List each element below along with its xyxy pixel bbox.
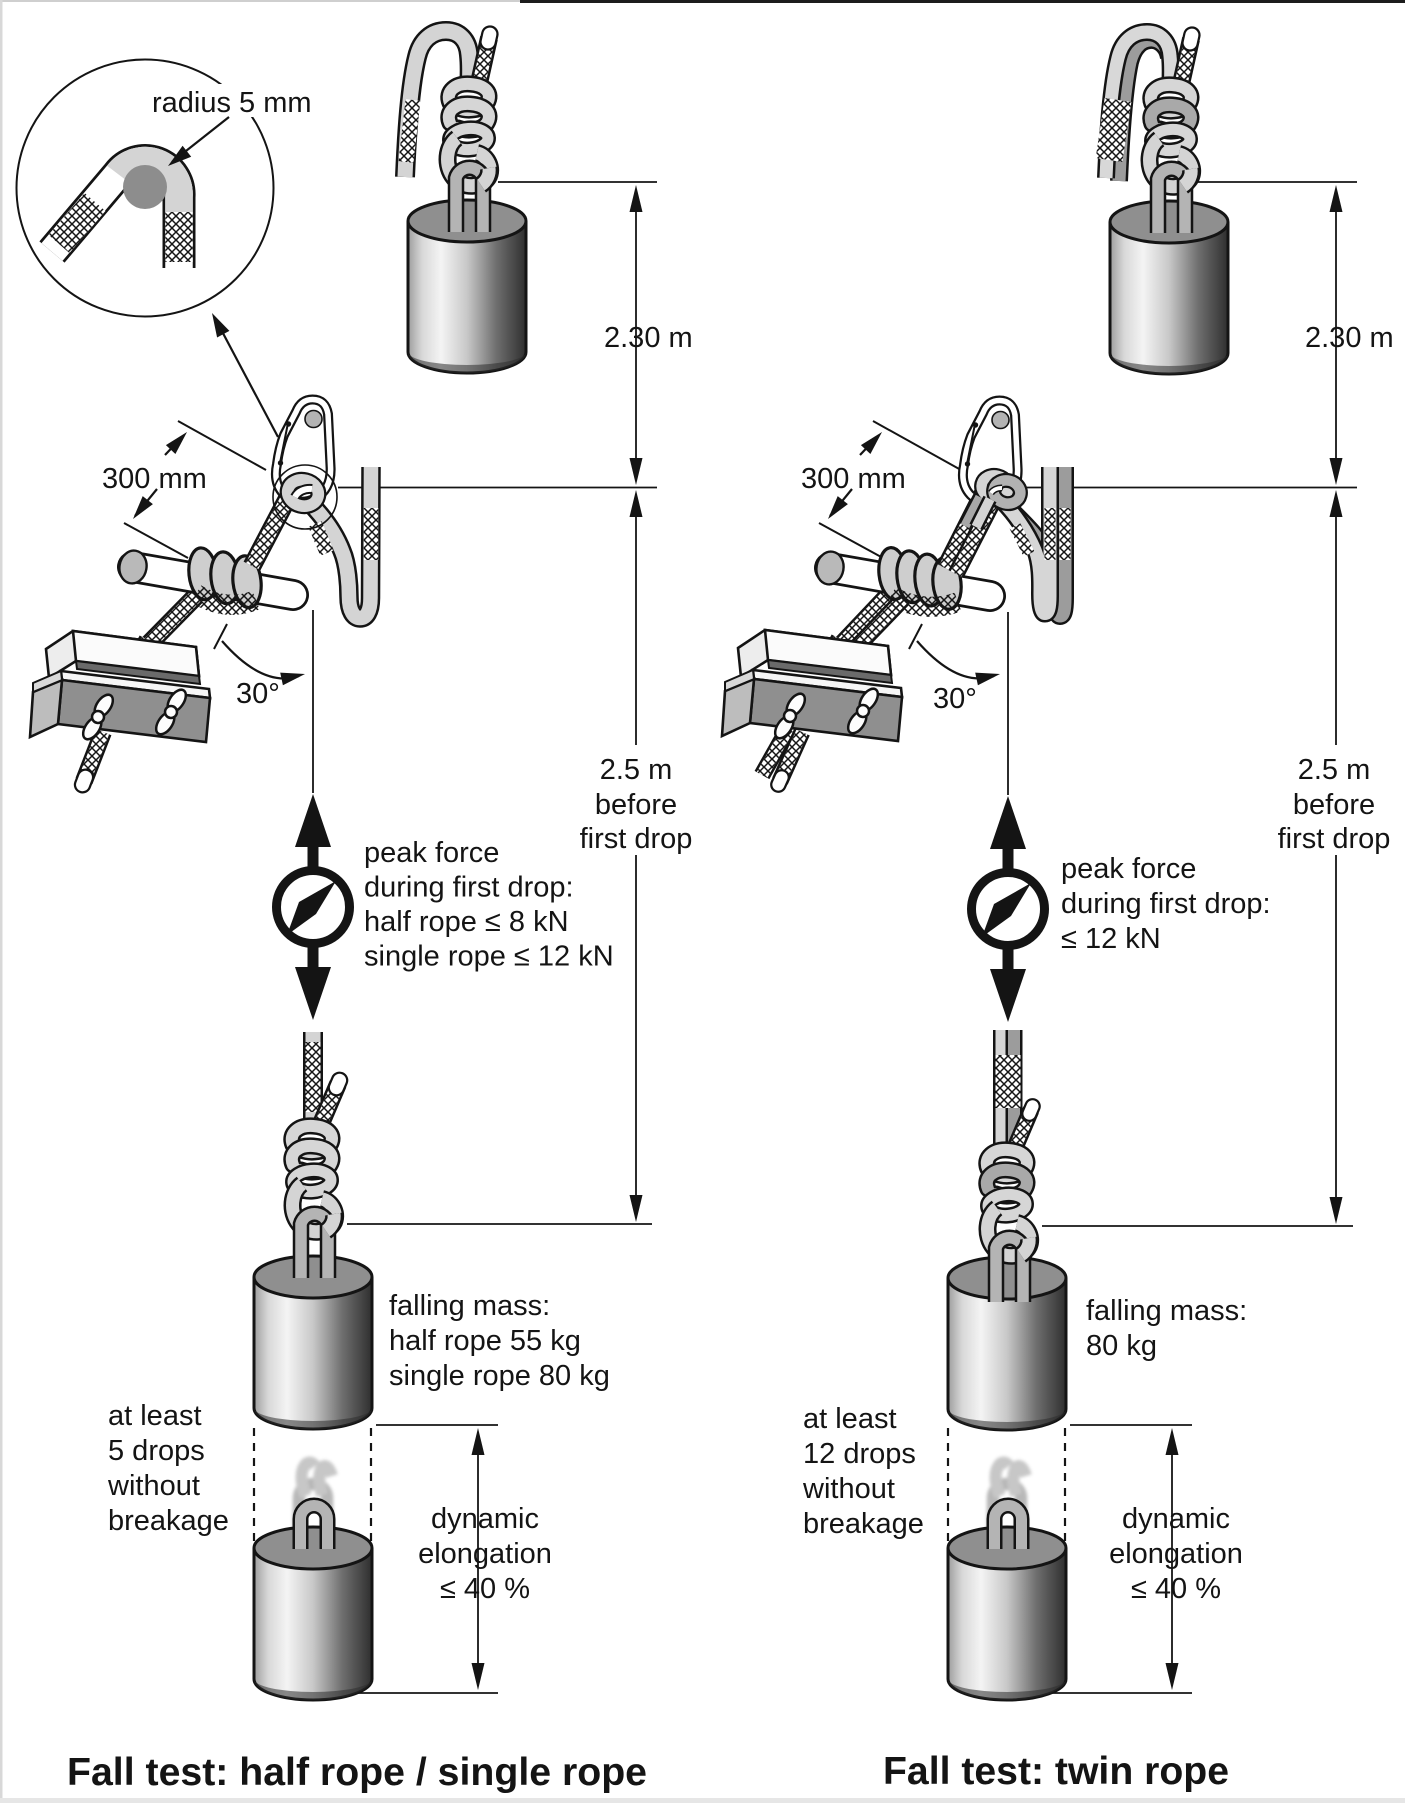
svg-text:at least: at least (108, 1400, 202, 1432)
svg-text:at least: at least (803, 1403, 897, 1435)
svg-text:30°: 30° (236, 678, 280, 710)
svg-text:5 drops: 5 drops (108, 1435, 205, 1467)
svg-text:during first drop:: during first drop: (364, 872, 574, 904)
svg-text:300 mm: 300 mm (801, 463, 906, 495)
svg-text:breakage: breakage (108, 1505, 229, 1537)
svg-text:without: without (107, 1470, 200, 1502)
svg-text:80 kg: 80 kg (1086, 1330, 1157, 1362)
svg-text:Fall test: half rope / single: Fall test: half rope / single rope (67, 1751, 647, 1794)
svg-text:2.30 m: 2.30 m (1305, 322, 1394, 354)
svg-text:≤ 40 %: ≤ 40 % (440, 1573, 530, 1605)
svg-text:first drop: first drop (1278, 823, 1391, 855)
svg-text:2.30 m: 2.30 m (604, 322, 693, 354)
svg-text:dynamic: dynamic (1122, 1503, 1230, 1535)
svg-text:single rope 80 kg: single rope 80 kg (389, 1360, 610, 1392)
svg-text:half rope ≤ 8 kN: half rope ≤ 8 kN (364, 906, 569, 938)
svg-text:2.5 m: 2.5 m (1298, 754, 1371, 786)
svg-text:radius 5 mm: radius 5 mm (152, 87, 312, 119)
svg-text:before: before (1293, 789, 1375, 821)
svg-text:dynamic: dynamic (431, 1503, 539, 1535)
svg-text:falling mass:: falling mass: (1086, 1295, 1247, 1327)
svg-text:single rope ≤ 12 kN: single rope ≤ 12 kN (364, 941, 614, 973)
svg-text:2.5 m: 2.5 m (600, 754, 673, 786)
svg-text:elongation: elongation (1109, 1538, 1243, 1570)
svg-text:30°: 30° (933, 683, 977, 715)
svg-text:first drop: first drop (580, 823, 693, 855)
svg-text:without: without (802, 1473, 895, 1505)
svg-text:half rope 55 kg: half rope 55 kg (389, 1325, 581, 1357)
svg-text:during first drop:: during first drop: (1061, 888, 1271, 920)
svg-text:elongation: elongation (418, 1538, 552, 1570)
svg-text:12 drops: 12 drops (803, 1438, 916, 1470)
svg-text:Fall test: twin rope: Fall test: twin rope (883, 1750, 1229, 1793)
svg-text:300 mm: 300 mm (102, 463, 207, 495)
svg-text:≤ 12 kN: ≤ 12 kN (1061, 923, 1161, 955)
svg-text:peak force: peak force (1061, 853, 1196, 885)
svg-text:falling mass:: falling mass: (389, 1290, 550, 1322)
svg-text:before: before (595, 789, 677, 821)
svg-text:≤ 40 %: ≤ 40 % (1131, 1573, 1221, 1605)
svg-text:breakage: breakage (803, 1508, 924, 1540)
svg-text:peak force: peak force (364, 837, 499, 869)
